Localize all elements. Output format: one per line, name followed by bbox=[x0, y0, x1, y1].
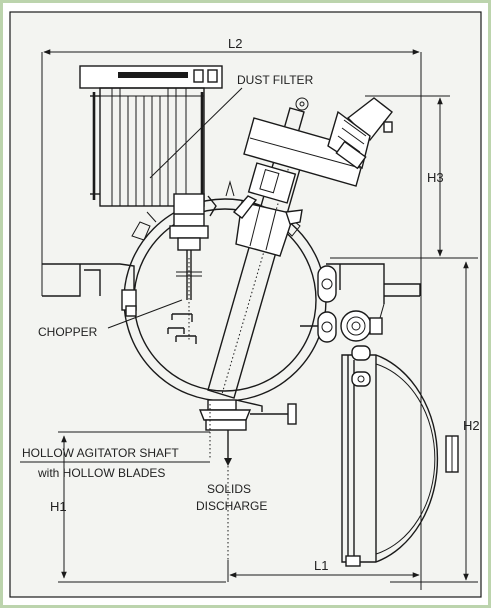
dust-filter bbox=[79, 65, 223, 216]
label-h1: H1 bbox=[50, 499, 67, 514]
label-h3: H3 bbox=[427, 170, 444, 185]
drive-support bbox=[300, 263, 421, 343]
chopper-blades bbox=[167, 313, 197, 344]
discharge-valve bbox=[198, 399, 297, 582]
left-support bbox=[42, 263, 137, 317]
dimension-h1 bbox=[58, 431, 226, 583]
chopper-leader bbox=[107, 299, 183, 329]
label-solids: SOLIDS bbox=[207, 482, 251, 496]
dust-filter-leader bbox=[149, 87, 243, 179]
gearbox bbox=[243, 117, 367, 187]
label-chopper: CHOPPER bbox=[38, 325, 98, 339]
label-hollow-blades: with HOLLOW BLADES bbox=[37, 466, 165, 480]
label-h2: H2 bbox=[463, 418, 480, 433]
agitator-housing bbox=[225, 162, 303, 257]
label-dust-filter: DUST FILTER bbox=[237, 73, 314, 87]
label-hollow-shaft: HOLLOW AGITATOR SHAFT bbox=[22, 446, 179, 460]
discharge-hood bbox=[341, 345, 459, 567]
drive-motor bbox=[327, 97, 393, 170]
dimension-h3 bbox=[330, 95, 478, 259]
hollow-shaft-leader bbox=[20, 404, 211, 463]
label-discharge: DISCHARGE bbox=[196, 499, 267, 513]
drawing-frame bbox=[9, 11, 482, 598]
dimension-l2 bbox=[41, 49, 422, 590]
label-l1: L1 bbox=[314, 558, 328, 573]
chopper bbox=[167, 193, 217, 344]
label-l2: L2 bbox=[228, 36, 242, 51]
dimension-h2 bbox=[390, 261, 478, 583]
